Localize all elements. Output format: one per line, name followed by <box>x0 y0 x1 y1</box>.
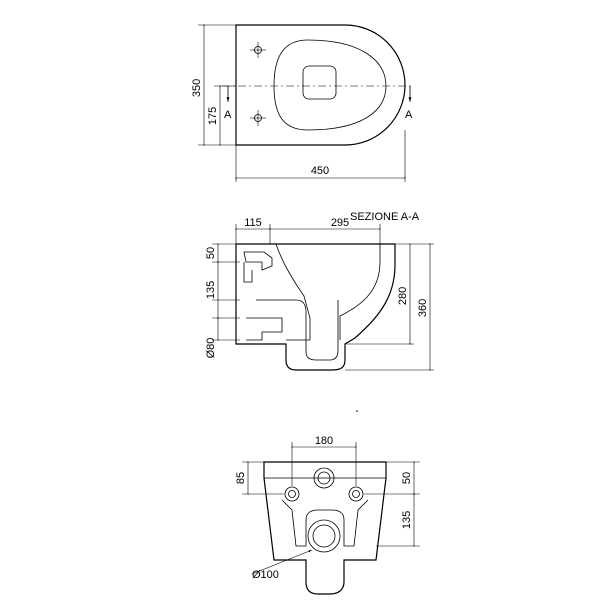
dim-outlet-diameter: Ø80 <box>205 338 217 359</box>
dim-total-height: 360 <box>417 299 429 317</box>
back-fixing-left <box>284 486 300 502</box>
dim-right-lower: 135 <box>401 511 413 529</box>
section-view: SEZIONE A-A 115 295 50 135 Ø80 <box>205 211 434 372</box>
dim-front: 295 <box>331 217 349 229</box>
dim-outlet-height: 135 <box>205 281 217 299</box>
section-title: SEZIONE A-A <box>350 211 420 223</box>
dim-rear: 115 <box>244 217 262 229</box>
stray-dot <box>356 410 358 412</box>
back-outlet <box>307 519 341 553</box>
fixing-hole-lower <box>250 110 266 126</box>
dim-width: 450 <box>311 165 329 177</box>
back-view: 180 85 50 135 Ø100 <box>235 435 420 595</box>
dim-fixing-spacing: 180 <box>315 435 333 447</box>
back-inner-cavity <box>281 499 369 547</box>
dim-depth: 350 <box>191 79 203 97</box>
fixing-hole-upper <box>250 42 266 58</box>
dim-outlet-diameter-back: Ø100 <box>252 569 279 581</box>
section-mark-right: A <box>405 109 413 121</box>
section-outlet <box>246 317 283 341</box>
back-outline <box>263 461 387 595</box>
bowl-outline-top <box>235 24 406 146</box>
dim-right-top: 50 <box>401 472 413 484</box>
section-bowl-inner <box>275 243 381 341</box>
back-inlet <box>313 467 335 489</box>
top-view: 350 175 450 A A <box>191 23 413 182</box>
dim-left-height: 85 <box>235 472 247 484</box>
drain-square-top <box>302 65 337 100</box>
dim-rim-height: 280 <box>397 287 409 305</box>
section-siphon <box>256 299 339 361</box>
section-mark-left: A <box>224 109 232 121</box>
dim-inlet-height: 50 <box>205 247 217 259</box>
back-fixing-right <box>348 486 364 502</box>
bowl-opening-top <box>273 39 387 131</box>
dim-hole-offset: 175 <box>207 107 219 125</box>
section-inlet <box>243 251 273 271</box>
section-outer-profile <box>235 243 396 371</box>
